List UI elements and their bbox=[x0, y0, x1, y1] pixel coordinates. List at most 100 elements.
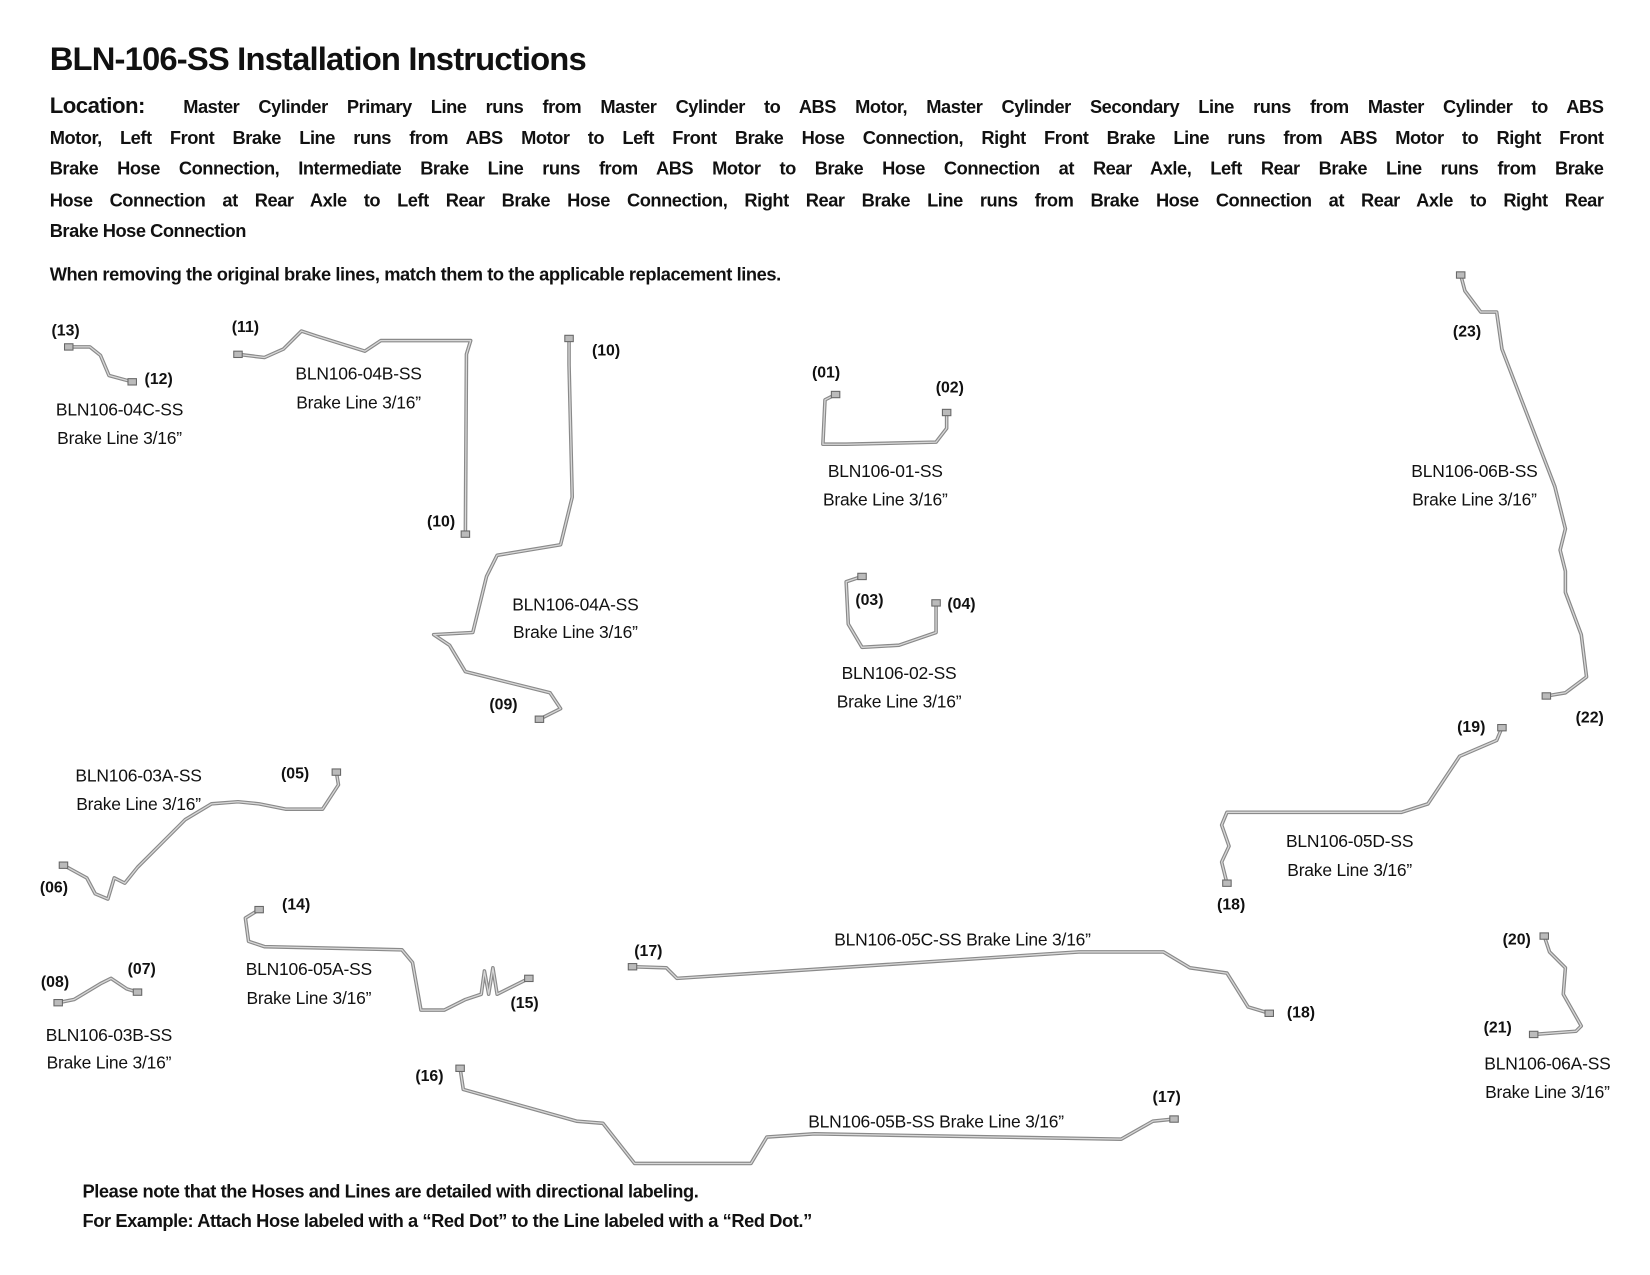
location-line: Motor, Left Front Brake Line runs from A… bbox=[49, 127, 1604, 149]
fitting-nut-icon bbox=[331, 768, 342, 776]
fitting-nut-icon bbox=[931, 599, 941, 607]
fitting-nut-icon bbox=[1169, 1115, 1179, 1123]
fitting-nut-icon bbox=[1264, 1009, 1274, 1017]
end-label: (19) bbox=[1457, 718, 1486, 737]
fitting-nut-icon bbox=[830, 390, 841, 399]
part-label: BLN106-05B-SS Brake Line 3/16” bbox=[808, 1113, 1064, 1133]
end-label: (18) bbox=[1286, 1003, 1316, 1022]
brake-line-bln106-05d-ss bbox=[1219, 723, 1507, 887]
part-size: Brake Line 3/16” bbox=[939, 1112, 1064, 1132]
part-number: BLN106-03A-SS bbox=[75, 766, 202, 786]
fitting-nut-icon bbox=[233, 350, 243, 359]
part-number: BLN106-05C-SS bbox=[834, 930, 962, 950]
end-label: (08) bbox=[40, 973, 70, 992]
part-size: Brake Line 3/16” bbox=[246, 988, 372, 1008]
end-label: (23) bbox=[1452, 322, 1482, 341]
location-line: Brake Hose Connection, Intermediate Brak… bbox=[49, 158, 1604, 180]
end-label: (09) bbox=[489, 695, 518, 714]
end-label: (02) bbox=[935, 378, 964, 397]
part-size: Brake Line 3/16” bbox=[46, 1053, 172, 1073]
part-number: BLN106-04C-SS bbox=[55, 400, 184, 420]
end-label: (16) bbox=[415, 1067, 444, 1086]
brake-line-bln106-05c-ss bbox=[627, 950, 1274, 1017]
brake-line-bln106-03b-ss bbox=[53, 976, 143, 1007]
part-size: Brake Line 3/16” bbox=[1287, 860, 1412, 881]
part-number: BLN106-02-SS bbox=[841, 664, 957, 684]
part-size: Brake Line 3/16” bbox=[966, 930, 1091, 950]
end-label: (14) bbox=[282, 895, 311, 914]
end-label: (15) bbox=[510, 994, 539, 1013]
fitting-nut-icon bbox=[254, 905, 264, 914]
part-size: Brake Line 3/16” bbox=[836, 692, 962, 712]
end-label: (06) bbox=[39, 878, 69, 897]
fitting-nut-icon bbox=[63, 343, 74, 351]
fitting-nut-icon bbox=[127, 378, 137, 386]
end-label: (03) bbox=[855, 591, 884, 610]
end-label: (07) bbox=[127, 960, 156, 979]
brake-line-bln106-04b-ss bbox=[233, 329, 473, 538]
part-size: Brake Line 3/16” bbox=[1485, 1083, 1610, 1103]
end-label: (10) bbox=[426, 512, 456, 531]
part-number: BLN106-06A-SS bbox=[1484, 1054, 1611, 1074]
fitting-nut-icon bbox=[455, 1064, 465, 1072]
brake-line-bln106-04a-ss bbox=[431, 334, 575, 723]
end-label: (12) bbox=[144, 370, 173, 389]
brake-line-bln106-06a-ss bbox=[1528, 932, 1584, 1039]
end-label: (17) bbox=[1152, 1088, 1181, 1107]
part-number: BLN106-04A-SS bbox=[512, 595, 639, 615]
part-number: BLN106-06B-SS bbox=[1411, 462, 1538, 482]
part-number: BLN106-05D-SS bbox=[1286, 832, 1414, 852]
fitting-nut-icon bbox=[1539, 932, 1550, 940]
part-size: Brake Line 3/16” bbox=[296, 393, 421, 413]
brake-line-bln106-05a-ss bbox=[243, 905, 534, 1012]
brake-line-bln106-02-ss bbox=[844, 572, 941, 650]
fitting-nut-icon bbox=[132, 988, 143, 996]
end-label: (21) bbox=[1483, 1018, 1512, 1037]
note-line: For Example: Attach Hose labeled with a … bbox=[82, 1210, 813, 1232]
end-label: (11) bbox=[231, 318, 260, 337]
location-line: Brake Hose Connection bbox=[49, 219, 247, 241]
end-label: (13) bbox=[51, 321, 80, 340]
brake-line-bln106-06b-ss bbox=[1455, 271, 1589, 700]
location-paragraph: Location: Master Cylinder Primary Line r… bbox=[50, 91, 1604, 246]
fitting-nut-icon bbox=[534, 715, 545, 723]
part-size: Brake Line 3/16” bbox=[76, 795, 201, 815]
end-label: (10) bbox=[591, 341, 621, 360]
part-size: Brake Line 3/16” bbox=[513, 622, 638, 643]
part-size: Brake Line 3/16” bbox=[57, 429, 182, 449]
end-label: (17) bbox=[634, 942, 663, 961]
end-label: (20) bbox=[1502, 930, 1531, 949]
part-number: BLN106-03B-SS bbox=[45, 1025, 173, 1046]
fitting-nut-icon bbox=[58, 861, 69, 869]
part-number: BLN106-04B-SS bbox=[295, 364, 422, 384]
fitting-nut-icon bbox=[1497, 723, 1507, 732]
fitting-nut-icon bbox=[53, 998, 63, 1007]
location-line: Hose Connection at Rear Axle to Left Rea… bbox=[49, 188, 1604, 211]
fitting-nut-icon bbox=[1528, 1030, 1539, 1039]
part-label: BLN106-05C-SS Brake Line 3/16” bbox=[834, 931, 1091, 951]
brake-line-bln106-04c-ss bbox=[63, 343, 137, 386]
location-lead: Location: bbox=[49, 94, 146, 119]
part-size: Brake Line 3/16” bbox=[822, 490, 948, 510]
end-label: (04) bbox=[947, 595, 976, 614]
location-line: Master Cylinder Primary Line runs from M… bbox=[183, 96, 1604, 118]
part-size: Brake Line 3/16” bbox=[1412, 490, 1537, 510]
end-label: (18) bbox=[1217, 895, 1246, 914]
end-label: (01) bbox=[811, 363, 841, 382]
instruction-text: When removing the original brake lines, … bbox=[49, 263, 782, 285]
fitting-nut-icon bbox=[1222, 879, 1232, 887]
fitting-nut-icon bbox=[1541, 692, 1552, 700]
brake-line-bln106-01-ss bbox=[821, 390, 952, 447]
page-title: BLN-106-SS Installation Instructions bbox=[49, 40, 587, 78]
fitting-nut-icon bbox=[1455, 271, 1466, 279]
brake-line-bln106-05b-ss bbox=[455, 1064, 1179, 1166]
end-label: (05) bbox=[280, 764, 310, 783]
part-number: BLN106-05A-SS bbox=[245, 960, 372, 980]
fitting-nut-icon bbox=[627, 963, 638, 971]
end-label: (22) bbox=[1575, 708, 1604, 727]
fitting-nut-icon bbox=[524, 974, 534, 983]
fitting-nut-icon bbox=[857, 572, 867, 581]
fitting-nut-icon bbox=[460, 530, 471, 538]
